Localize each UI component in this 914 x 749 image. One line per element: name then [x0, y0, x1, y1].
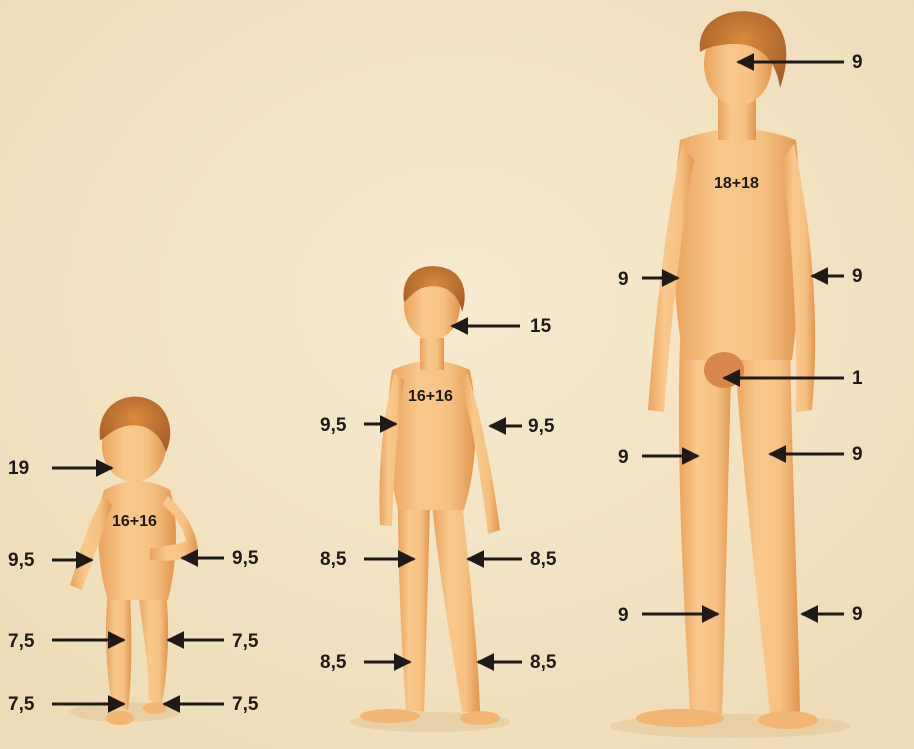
- child-foot-left: [360, 709, 420, 723]
- adult-genital-label: 1: [852, 369, 863, 388]
- adult-foot-left: [636, 709, 724, 727]
- toddler-torso: [98, 481, 176, 600]
- adult-trunk-label: 18+18: [714, 176, 759, 192]
- toddler-head-label: 19: [8, 459, 29, 478]
- adult-arm-right-label: 9: [852, 267, 863, 286]
- toddler-thigh-right-label: 7,5: [232, 632, 258, 651]
- child-thigh-left-label: 8,5: [320, 550, 346, 569]
- child-neck: [420, 338, 444, 370]
- adult-thigh-left-label: 9: [618, 448, 629, 467]
- child-arm-right-label: 9,5: [528, 417, 554, 436]
- toddler-arm-right-label: 9,5: [232, 549, 258, 568]
- child-foot-right: [460, 711, 500, 725]
- adult-arm-left-label: 9: [618, 270, 629, 289]
- toddler-trunk-label: 16+16: [112, 514, 157, 530]
- adult-leg-right-label: 9: [852, 605, 863, 624]
- child-arm-left-label: 9,5: [320, 416, 346, 435]
- child-leg-right-label: 8,5: [530, 653, 556, 672]
- adult-foot-right: [758, 711, 818, 729]
- child-head-label: 15: [530, 317, 551, 336]
- child-thigh-right-label: 8,5: [530, 550, 556, 569]
- toddler-foot-left: [106, 711, 134, 725]
- adult-head-label: 9: [852, 53, 863, 72]
- toddler-leg-right-label: 7,5: [232, 695, 258, 714]
- toddler-foot-right: [143, 702, 167, 714]
- child-trunk-label: 16+16: [408, 389, 453, 405]
- toddler-thigh-left-label: 7,5: [8, 632, 34, 651]
- toddler-arm-left-label: 9,5: [8, 551, 34, 570]
- adult-genital: [704, 352, 744, 388]
- child-leg-left-label: 8,5: [320, 653, 346, 672]
- adult-thigh-right-label: 9: [852, 445, 863, 464]
- toddler-leg-left-label: 7,5: [8, 695, 34, 714]
- adult-leg-left-label: 9: [618, 606, 629, 625]
